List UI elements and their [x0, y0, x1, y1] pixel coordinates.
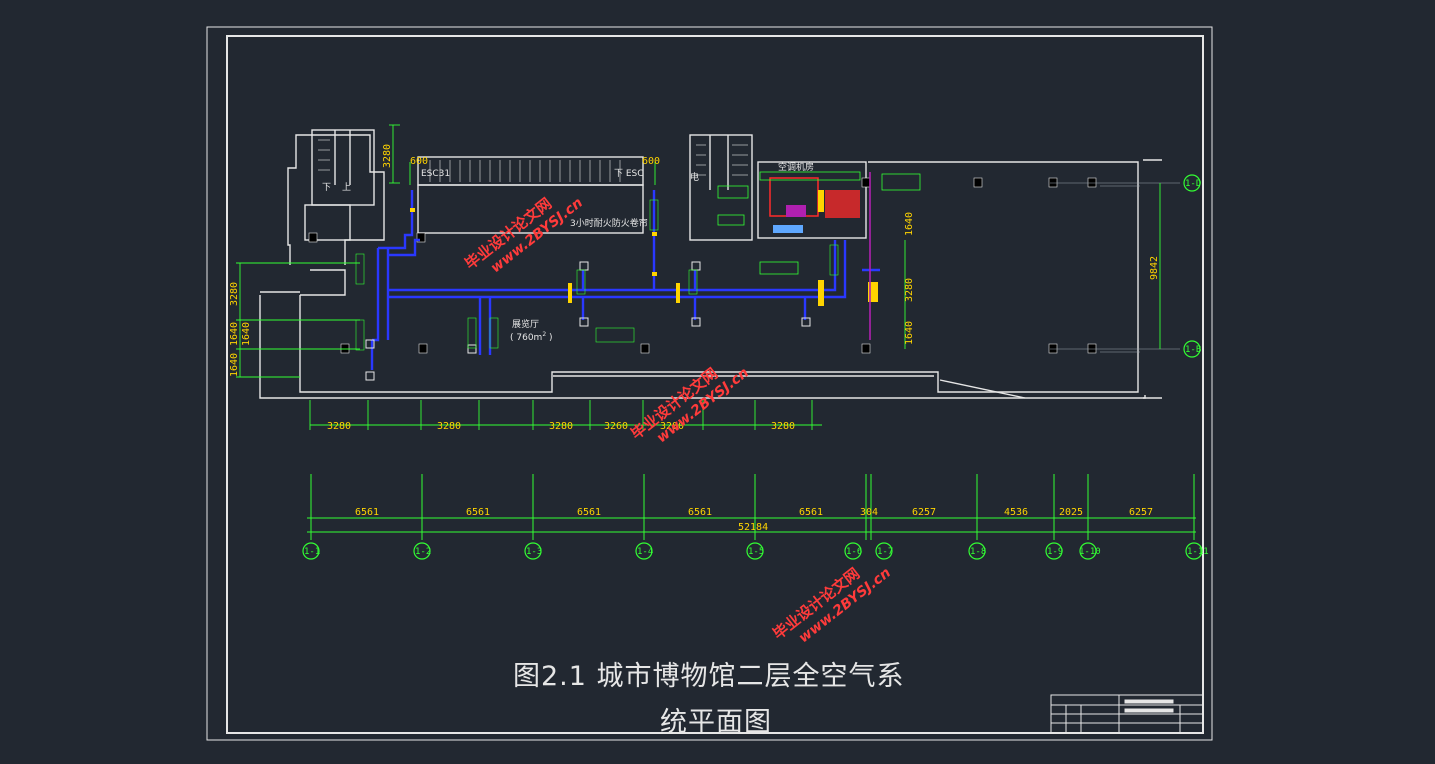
lower-dim-1: 3280 [327, 421, 351, 432]
hall-name: 展览厅 [512, 318, 539, 330]
axis-label-5: 1-5 [748, 547, 764, 557]
escalator-treads [318, 139, 748, 182]
axis-label-8: 1-8 [970, 547, 986, 557]
lower-dim-2: 3280 [437, 421, 461, 432]
axis-label-4: 1-4 [637, 547, 653, 557]
watermark-3: 毕业设计论文网 www.2BYSJ.cn [769, 564, 894, 646]
top-dim-1: 600 [410, 156, 428, 167]
plan-texts: 展览厅 ( 760m2 ) 空调机房 3小时耐火防火卷帘 下 上 ESC31 下… [322, 161, 814, 343]
building-walls [259, 129, 1162, 399]
top-dim-2: 600 [642, 156, 660, 167]
left-dim-4: 1640 [241, 322, 252, 346]
inner-frame [226, 35, 1204, 734]
axis-bubble-texts: 1-1 1-2 1-3 1-4 1-5 1-6 1-7 1-8 1-9 1-10… [304, 179, 1209, 557]
axis-bubbles [302, 174, 1203, 560]
axis-dim-3: 6561 [577, 507, 601, 518]
row-axis-label-2: 1-B [1185, 345, 1201, 355]
stair-up-label: 上 [342, 182, 351, 193]
right-main-dim: 9842 [1149, 256, 1160, 280]
right-inner-dim-2: 3280 [904, 278, 915, 302]
axis-label-10: 1-10 [1079, 547, 1101, 557]
outer-frame [206, 26, 1213, 741]
axis-dim-7: 6257 [912, 507, 936, 518]
escalator-left-label: ESC31 [421, 169, 450, 179]
axis-label-7: 1-7 [877, 547, 893, 557]
axis-dim-texts: 6561 6561 6561 6561 6561 304 6257 4536 2… [355, 507, 1153, 533]
figure-caption-line-1: 图2.1 城市博物馆二层全空气系 [513, 661, 905, 692]
columns [308, 177, 1097, 354]
plan-dimension-lines [236, 124, 1161, 430]
top-dim-texts: 600 600 [410, 156, 660, 167]
top-left-dim: 3280 [382, 144, 393, 168]
lower-dim-4: 3260 [604, 421, 628, 432]
lower-dim-6: 3280 [771, 421, 795, 432]
title-block [1050, 694, 1204, 734]
lower-dim-5: 3280 [660, 421, 684, 432]
axis-dim-9: 2025 [1059, 507, 1083, 518]
axis-label-3: 1-3 [526, 547, 542, 557]
axis-total: 52184 [738, 522, 768, 533]
left-dim-2: 1640 [229, 322, 240, 346]
plan-leaders [1050, 182, 1180, 353]
fire-shutter-label: 3小时耐火防火卷帘 [570, 217, 648, 229]
elevator-label: 电 [690, 171, 699, 183]
lower-dim-texts: 3280 3280 3280 3260 3280 3280 [327, 421, 795, 432]
hall-area: ( 760m2 ) [510, 331, 553, 343]
machine-room-label: 空调机房 [778, 161, 814, 173]
escalator-right-label: 下 ESC [614, 169, 644, 179]
lower-dim-3: 3280 [549, 421, 573, 432]
left-dim-3: 1640 [229, 353, 240, 377]
stair-down-label: 下 [322, 183, 331, 193]
axis-label-11: 1-11 [1187, 547, 1209, 557]
axis-dim-2: 6561 [466, 507, 490, 518]
ahu-equipment [717, 171, 921, 340]
axis-dim-1: 6561 [355, 507, 379, 518]
axis-dim-6: 304 [860, 507, 878, 518]
diffusers [365, 261, 811, 381]
right-inner-dim-3: 1640 [904, 321, 915, 345]
axis-dim-4: 6561 [688, 507, 712, 518]
vertical-dim-texts: 3280 1640 1640 1640 3280 9842 1640 3280 … [229, 144, 1160, 377]
figure-caption-line-2: 统平面图 [660, 707, 772, 738]
row-axis-label-1: 1-D [1185, 179, 1201, 189]
axis-label-2: 1-2 [415, 547, 431, 557]
axis-label-9: 1-9 [1047, 547, 1063, 557]
axis-dim-5: 6561 [799, 507, 823, 518]
duct-fittings [410, 208, 878, 306]
watermark-2: 毕业设计论文网 www.2BYSJ.cn [627, 364, 752, 446]
right-inner-dim-1: 1640 [904, 212, 915, 236]
left-dim-1: 3280 [229, 282, 240, 306]
axis-label-6: 1-6 [846, 547, 862, 557]
axis-dimension-lines [307, 474, 1196, 540]
axis-dim-8: 4536 [1004, 507, 1028, 518]
axis-label-1: 1-1 [304, 547, 320, 557]
axis-dim-10: 6257 [1129, 507, 1153, 518]
duct-tags [355, 199, 839, 351]
